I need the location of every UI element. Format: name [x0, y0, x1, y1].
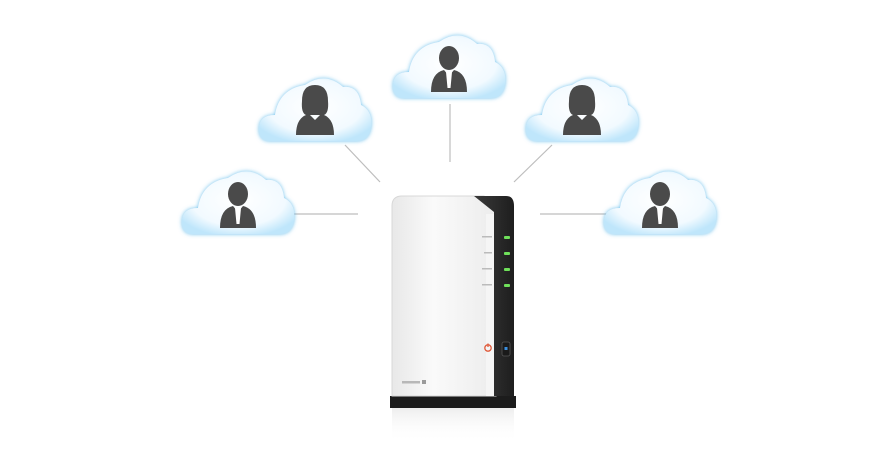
nas-device — [390, 195, 516, 442]
connector-lines — [288, 104, 610, 215]
connector-upper-left — [344, 144, 381, 183]
model-label-logo — [422, 380, 426, 384]
copy-button-light — [504, 347, 508, 350]
man-user-icon — [642, 182, 678, 228]
led-disk1 — [504, 268, 510, 271]
nas-reflection — [392, 408, 514, 442]
man-user-icon — [220, 182, 256, 228]
user-cloud-top — [393, 35, 506, 98]
nas-base — [390, 396, 516, 408]
nas-panel-strip — [486, 214, 494, 396]
man-user-icon — [431, 46, 467, 92]
user-cloud-upper-right — [526, 78, 639, 141]
led-status — [504, 236, 510, 239]
user-cloud-right — [604, 171, 717, 234]
user-cloud-upper-left — [259, 78, 372, 141]
led-label-marks — [482, 236, 492, 286]
led-lan — [504, 252, 510, 255]
connector-upper-right — [513, 144, 553, 183]
user-cloud-left — [182, 171, 295, 234]
nas-body — [391, 195, 497, 397]
woman-user-icon — [296, 85, 334, 135]
led-disk2 — [504, 284, 510, 287]
woman-user-icon — [563, 85, 601, 135]
model-label-mark — [402, 381, 420, 384]
power-button — [484, 343, 492, 352]
status-leds — [504, 236, 510, 287]
